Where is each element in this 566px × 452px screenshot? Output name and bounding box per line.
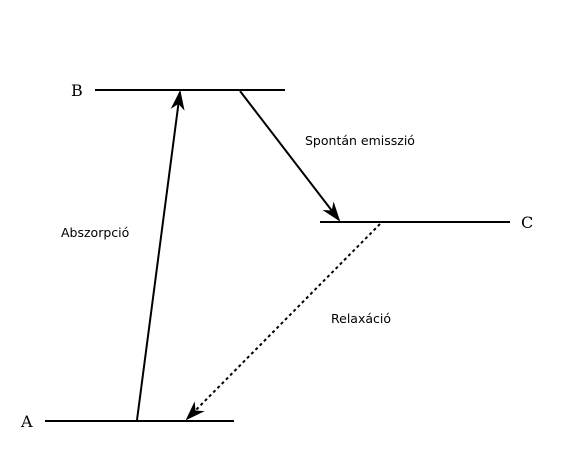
level-label-c: C <box>521 213 533 232</box>
level-label-a: A <box>20 412 33 431</box>
relaxation-label: Relaxáció <box>331 311 391 326</box>
spontaneous-emission-arrow <box>239 90 341 222</box>
absorption-label: Abszorpció <box>61 225 129 240</box>
relaxation-arrow <box>185 223 381 421</box>
level-label-b: B <box>71 81 83 100</box>
spontaneous-emission-label: Spontán emisszió <box>305 133 415 148</box>
absorption-arrow <box>136 90 185 421</box>
